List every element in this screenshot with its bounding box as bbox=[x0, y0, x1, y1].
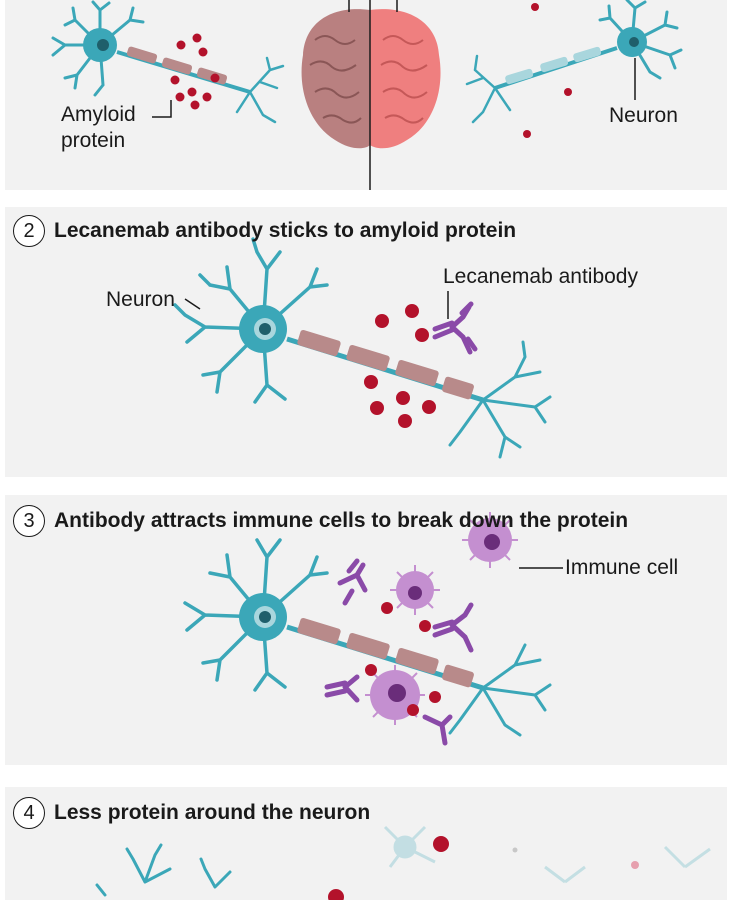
amyloid-dots bbox=[364, 304, 436, 428]
neuron-left-icon bbox=[51, 0, 285, 124]
step-2-heading: 2 Lecanemab antibody sticks to amyloid p… bbox=[13, 215, 516, 247]
step-number-badge: 2 bbox=[13, 215, 45, 247]
panel3-illustration bbox=[183, 512, 563, 746]
brain-icon bbox=[301, 0, 441, 149]
immune-cell-icon bbox=[390, 565, 440, 615]
neuron-icon bbox=[183, 538, 552, 737]
neuron-icon-left bbox=[95, 843, 232, 897]
step-4-heading: 4 Less protein around the neuron bbox=[13, 797, 370, 829]
step-number-badge: 4 bbox=[13, 797, 45, 829]
amyloid-protein-label: Amyloid protein bbox=[61, 103, 136, 152]
amyloid-dots-right bbox=[523, 3, 572, 138]
neuron-icon bbox=[173, 237, 552, 459]
neuron-label: Neuron bbox=[106, 288, 175, 311]
panel1-illustration bbox=[51, 0, 683, 190]
amyloid-dots-left bbox=[170, 33, 220, 110]
panel-step-3: 3 Antibody attracts immune cells to brea… bbox=[5, 495, 727, 765]
panel2-illustration bbox=[173, 237, 552, 459]
panel-step-2: 2 Lecanemab antibody sticks to amyloid p… bbox=[5, 207, 727, 477]
immune-cell-label: Immune cell bbox=[565, 556, 679, 579]
neuron-right-icon bbox=[465, 0, 683, 124]
step-title: Antibody attracts immune cells to break … bbox=[54, 509, 629, 532]
step-3-heading: 3 Antibody attracts immune cells to brea… bbox=[13, 505, 628, 537]
step-title: Lecanemab antibody sticks to amyloid pro… bbox=[54, 219, 517, 242]
antibody-icons bbox=[324, 558, 474, 746]
panel-step-4: 4 Less protein around the neuron bbox=[5, 787, 727, 900]
antibody-icon bbox=[432, 301, 478, 355]
immune-cell-icon bbox=[462, 512, 518, 568]
step-title: Less protein around the neuron bbox=[54, 801, 371, 824]
neuron-label-right: Neuron bbox=[609, 104, 678, 127]
panel-amyloid-overview: Amyloid protein Neuron bbox=[5, 0, 727, 190]
immune-cell-icon bbox=[365, 665, 425, 725]
amyloid-dots bbox=[328, 836, 449, 900]
antibody-label: Lecanemab antibody bbox=[443, 265, 638, 288]
faded-neuron-icon bbox=[383, 825, 711, 884]
panel4-illustration bbox=[95, 825, 711, 900]
step-number-badge: 3 bbox=[13, 505, 45, 537]
amyloid-dots bbox=[365, 602, 441, 716]
